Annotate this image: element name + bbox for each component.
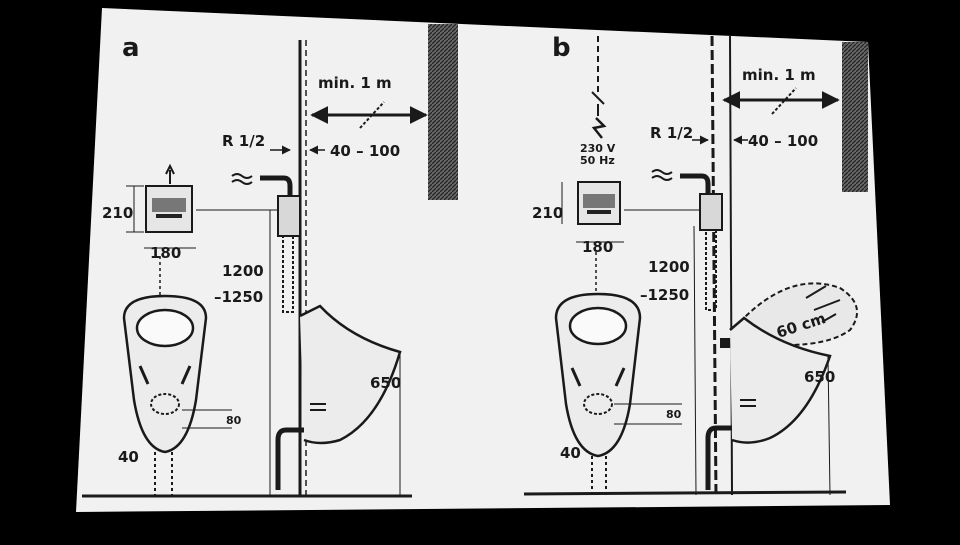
height-dimension-b [693, 225, 697, 496]
panel-a-letter: a [122, 33, 140, 63]
supply-pipe-b [680, 173, 711, 194]
flush-valve-a [277, 195, 301, 237]
lightning-icon-b [591, 117, 607, 139]
min-distance-label-b: min. 1 m [742, 66, 816, 84]
urinal-front-b [554, 292, 642, 458]
wall-b [842, 42, 868, 192]
height-2-label-b: –1250 [640, 286, 689, 304]
panel-b-letter: b [552, 33, 571, 63]
thread-label-a: R 1/2 [222, 132, 265, 150]
drain-label-b: 80 [666, 408, 682, 421]
installation-wall-b [710, 35, 718, 496]
voltage-label-b: 230 V [580, 142, 616, 155]
box-height-label-a: 210 [102, 204, 133, 222]
base-label-a: 40 [118, 448, 139, 466]
box-height-label-b: 210 [532, 204, 563, 222]
flush-pipe-a [282, 235, 294, 313]
flush-pipe-b [705, 229, 717, 311]
box-width-label-a: 180 [150, 244, 181, 262]
water-symbol-b [651, 169, 673, 175]
sensor-b [720, 338, 736, 348]
drain-pipe-b [705, 425, 732, 490]
box-width-label-b: 180 [582, 238, 613, 256]
min-distance-label-a: min. 1 m [318, 74, 392, 92]
sensor-range-zone-b [739, 282, 859, 347]
paper-sheet [76, 8, 890, 512]
wall-a [428, 24, 458, 200]
base-label-b: 40 [560, 444, 581, 462]
range-label-a: 40 – 100 [330, 142, 400, 160]
thread-label-b: R 1/2 [650, 124, 693, 142]
drain-label-a: 80 [226, 414, 242, 427]
flush-valve-b [699, 193, 723, 231]
urinal-side-b [729, 316, 832, 444]
height-1-label-b: 1200 [648, 258, 690, 276]
urinal-side-a [299, 304, 402, 445]
up-arrow-icon-a [165, 163, 175, 184]
switch-icon-b [591, 91, 605, 116]
height-1-label-a: 1200 [222, 262, 264, 280]
rim-height-label-a: 650 [370, 374, 401, 392]
floor-b [523, 490, 847, 496]
range-label-b: 40 – 100 [748, 132, 818, 150]
drain-pipe-a [275, 427, 304, 490]
break-mark-a [359, 101, 385, 129]
break-mark-b [771, 87, 797, 115]
sensor-arrows-icon-b [805, 285, 841, 323]
height-2-label-a: –1250 [214, 288, 263, 306]
water-symbol-a [231, 173, 253, 179]
panel-b: b min. 1 m R 1/2 40 – 100 230 V 50 Hz 21… [523, 33, 868, 496]
rim-height-label-b: 650 [804, 368, 835, 386]
urinal-front-a [122, 294, 208, 454]
frequency-label-b: 50 Hz [580, 154, 615, 167]
supply-pipe-a [260, 175, 293, 196]
panel-a: a min. 1 m R 1/2 40 – 100 210 180 [82, 24, 458, 498]
